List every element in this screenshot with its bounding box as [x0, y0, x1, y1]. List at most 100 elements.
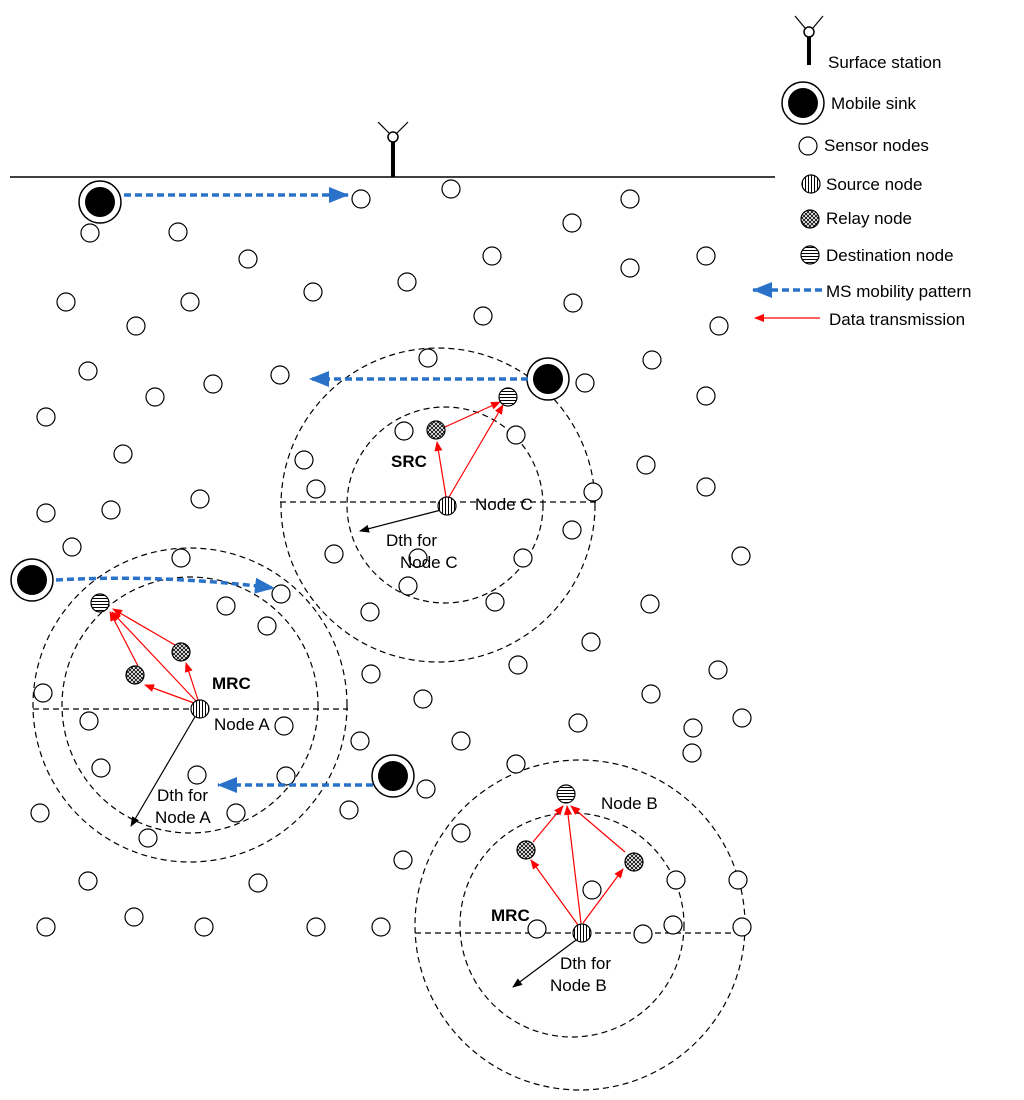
legend-destination-node: Destination node — [826, 246, 954, 265]
sensor-node — [640, 594, 660, 614]
relay-node — [426, 420, 446, 440]
sensor-node — [361, 664, 381, 684]
sensor-node — [257, 616, 277, 636]
legend-data-transmission: Data transmission — [829, 310, 965, 329]
sensor-node — [62, 537, 82, 557]
cluster-a-type-label: MRC — [212, 674, 251, 693]
sensor-node — [203, 374, 223, 394]
sensor-node — [294, 450, 314, 470]
sensor-node — [371, 917, 391, 937]
sensor-node — [248, 873, 268, 893]
sensor-node — [663, 915, 683, 935]
destination-node — [556, 784, 576, 804]
sensor-node — [562, 213, 582, 233]
sensor-node — [360, 602, 380, 622]
sensor-node — [216, 596, 236, 616]
cluster-c-dth-line1: Dth for — [386, 531, 437, 550]
relay-node — [516, 840, 536, 860]
sensor-node — [581, 632, 601, 652]
sensor-node — [513, 548, 533, 568]
mobility-arrow — [55, 576, 275, 594]
sensor-node — [79, 711, 99, 731]
antenna-icon — [794, 15, 824, 65]
sensor-node — [36, 407, 56, 427]
sensor-node — [666, 870, 686, 890]
sensor-node — [306, 479, 326, 499]
sensor-node — [351, 189, 371, 209]
sensor-node — [732, 708, 752, 728]
sensor-node — [641, 684, 661, 704]
sensor-node — [171, 548, 191, 568]
sensor-node — [527, 919, 547, 939]
legend-ms-mobility-pattern: MS mobility pattern — [826, 282, 972, 301]
relay-node — [171, 642, 191, 662]
sensor-node — [732, 917, 752, 937]
sensor-node — [56, 292, 76, 312]
sensor-node — [473, 306, 493, 326]
sensor-node — [270, 365, 290, 385]
source-node-c — [437, 496, 457, 516]
mobile-sink-icon — [526, 357, 570, 401]
relay-nodes — [125, 420, 644, 872]
sensor-node — [30, 803, 50, 823]
sensor-node — [36, 917, 56, 937]
sensor-node — [451, 731, 471, 751]
cluster-c-node-label: Node C — [475, 495, 533, 514]
mobile-sinks — [10, 180, 570, 798]
sensor-node — [708, 660, 728, 680]
sensor-node — [78, 871, 98, 891]
sensor-node — [696, 477, 716, 497]
source-node-a — [190, 699, 210, 719]
sensor-node — [238, 249, 258, 269]
circle-icon — [798, 136, 818, 156]
sensor-node — [394, 421, 414, 441]
legend: Surface station Mobile sink Sensor nodes… — [752, 15, 972, 329]
cluster-b-dth-line2: Node B — [550, 976, 607, 995]
sensor-node — [568, 713, 588, 733]
sensor-node — [731, 546, 751, 566]
sensor-node — [350, 731, 370, 751]
mobile-sink-icon — [78, 180, 122, 224]
sensor-node — [620, 189, 640, 209]
sensor-node — [101, 500, 121, 520]
legend-sensor-nodes: Sensor nodes — [824, 136, 929, 155]
sensor-node — [682, 743, 702, 763]
cluster-b-node-label: Node B — [601, 794, 658, 813]
legend-mobile-sink: Mobile sink — [831, 94, 917, 113]
sensor-node — [126, 316, 146, 336]
filled-circle-icon — [781, 81, 825, 125]
cluster-a-node-label: Node A — [214, 715, 270, 734]
destination-node — [498, 387, 518, 407]
sensor-node — [728, 870, 748, 890]
sensor-node — [398, 576, 418, 596]
sensor-node — [575, 373, 595, 393]
relay-node — [125, 665, 145, 685]
cross-hatch-circle-icon — [800, 209, 820, 229]
sensor-node — [620, 258, 640, 278]
sensor-node — [393, 850, 413, 870]
cluster-b-type-label: MRC — [491, 906, 530, 925]
sensor-node — [194, 917, 214, 937]
sensor-node — [696, 386, 716, 406]
sensor-node — [324, 544, 344, 564]
mobile-sink-icon — [10, 558, 54, 602]
source-node-b — [572, 923, 592, 943]
sensor-node — [582, 880, 602, 900]
sensor-node — [36, 503, 56, 523]
relay-node — [624, 852, 644, 872]
data-transmission-arrows — [109, 401, 626, 926]
sensor-node — [190, 489, 210, 509]
sensor-node — [633, 924, 653, 944]
sensor-node — [485, 592, 505, 612]
cluster-a-dth-line1: Dth for — [157, 786, 208, 805]
sensor-node — [583, 482, 603, 502]
sensor-node — [408, 548, 428, 568]
sensor-node — [709, 316, 729, 336]
sensor-node — [271, 584, 291, 604]
sensor-node — [636, 455, 656, 475]
sensor-node — [80, 223, 100, 243]
sensor-node — [145, 387, 165, 407]
sensor-node — [168, 222, 188, 242]
sensor-node — [124, 907, 144, 927]
